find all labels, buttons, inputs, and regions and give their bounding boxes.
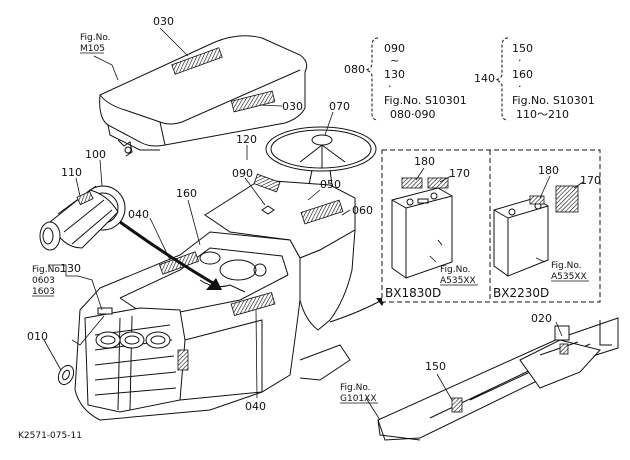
fig-ref-g101: Fig.No. G101XX <box>340 383 378 404</box>
panel-decal <box>253 173 281 193</box>
svg-text:M105: M105 <box>80 44 105 54</box>
svg-text:G101XX: G101XX <box>340 394 376 404</box>
callout-030-top: 030 <box>153 15 174 28</box>
callout-030-side: 030 <box>282 100 303 113</box>
svg-text:150: 150 <box>512 42 533 55</box>
svg-text:Fig.No.: Fig.No. <box>340 383 371 393</box>
callout-060: 060 <box>352 204 373 217</box>
fig-ref-a535-right: Fig.No. A535XX <box>551 261 589 282</box>
chassis-decal <box>451 397 463 413</box>
battery-label-170-left <box>427 177 449 189</box>
fig-ref-0603: Fig.No. 0603 1603 <box>32 265 63 297</box>
svg-text:130: 130 <box>384 68 405 81</box>
callout-010: 010 <box>27 330 48 343</box>
callout-040-upper: 040 <box>128 208 149 221</box>
callout-040-lower: 040 <box>245 400 266 413</box>
svg-text:Fig.No.: Fig.No. <box>440 265 471 275</box>
range-080-key: 080 <box>344 63 365 76</box>
hood <box>99 35 308 157</box>
battery-label-180-left <box>401 177 423 189</box>
drawing-code: K2571-075-11 <box>18 431 82 441</box>
callout-130: 130 <box>60 262 81 275</box>
svg-text:110～210: 110～210 <box>516 108 569 121</box>
range-140: 140 150 · 160 · Fig.No. S10301 110～210 <box>474 37 595 121</box>
fig-ref-a535-left: Fig.No. A535XX <box>440 265 478 286</box>
callout-110: 110 <box>61 166 82 179</box>
fig-ref-m105: Fig.No. M105 <box>80 33 111 54</box>
callout-170-left: 170 <box>449 167 470 180</box>
svg-text:Fig.No. S10301: Fig.No. S10301 <box>384 94 467 107</box>
svg-text:·: · <box>518 54 522 67</box>
lower-frame-decal <box>230 291 276 317</box>
callout-070: 070 <box>329 100 350 113</box>
hood-top-decal <box>171 47 223 75</box>
svg-text:·: · <box>388 80 392 93</box>
model-label-bx1830d: BX1830D <box>385 286 441 300</box>
svg-text:0603: 0603 <box>32 276 55 286</box>
battery-label-170-right <box>555 185 579 213</box>
callout-050: 050 <box>320 178 341 191</box>
svg-text:160: 160 <box>512 68 533 81</box>
battery-panel <box>381 149 601 303</box>
svg-text:~: ~ <box>390 54 399 67</box>
svg-text:Fig.No.: Fig.No. <box>551 261 582 271</box>
callout-090: 090 <box>232 167 253 180</box>
svg-text:A535XX: A535XX <box>551 272 587 282</box>
air-cleaner <box>39 185 126 251</box>
dash-decal <box>300 199 344 225</box>
chassis-rear-decal <box>559 343 569 355</box>
range-080: 080 090 ~ 130 · Fig.No. S10301 080·090 <box>344 37 467 121</box>
callout-020: 020 <box>531 312 552 325</box>
battery-bx2230d <box>493 185 579 277</box>
washer-010 <box>57 364 75 386</box>
callout-180-right: 180 <box>538 164 559 177</box>
callout-100: 100 <box>85 148 106 161</box>
tractor-body <box>74 173 356 421</box>
hood-side-decal <box>230 90 276 113</box>
front-emblem <box>97 307 113 315</box>
svg-text:·: · <box>518 80 522 93</box>
battery-label-180-right <box>529 195 545 205</box>
callout-150: 150 <box>425 360 446 373</box>
range-140-key: 140 <box>474 72 495 85</box>
callout-170-right: 170 <box>580 174 601 187</box>
svg-text:080·090: 080·090 <box>390 108 436 121</box>
svg-text:090: 090 <box>384 42 405 55</box>
svg-text:Fig.No. S10301: Fig.No. S10301 <box>512 94 595 107</box>
air-cleaner-decal <box>76 190 94 206</box>
svg-text:A535XX: A535XX <box>440 276 476 286</box>
svg-text:Fig.No.: Fig.No. <box>32 265 63 275</box>
svg-text:Fig.No.: Fig.No. <box>80 33 111 43</box>
callout-160: 160 <box>176 187 197 200</box>
svg-text:1603: 1603 <box>32 287 55 297</box>
callout-labels: 030 030 070 120 090 050 060 100 110 160 … <box>27 15 601 413</box>
callout-120: 120 <box>236 133 257 146</box>
battery-bx1830d <box>391 177 453 279</box>
grille-side-decal <box>177 349 189 371</box>
leader-lines <box>43 27 584 421</box>
callout-180-left: 180 <box>414 155 435 168</box>
model-label-bx2230d: BX2230D <box>493 286 549 300</box>
chassis-frame <box>377 317 619 441</box>
assembly-arrow <box>119 220 222 290</box>
